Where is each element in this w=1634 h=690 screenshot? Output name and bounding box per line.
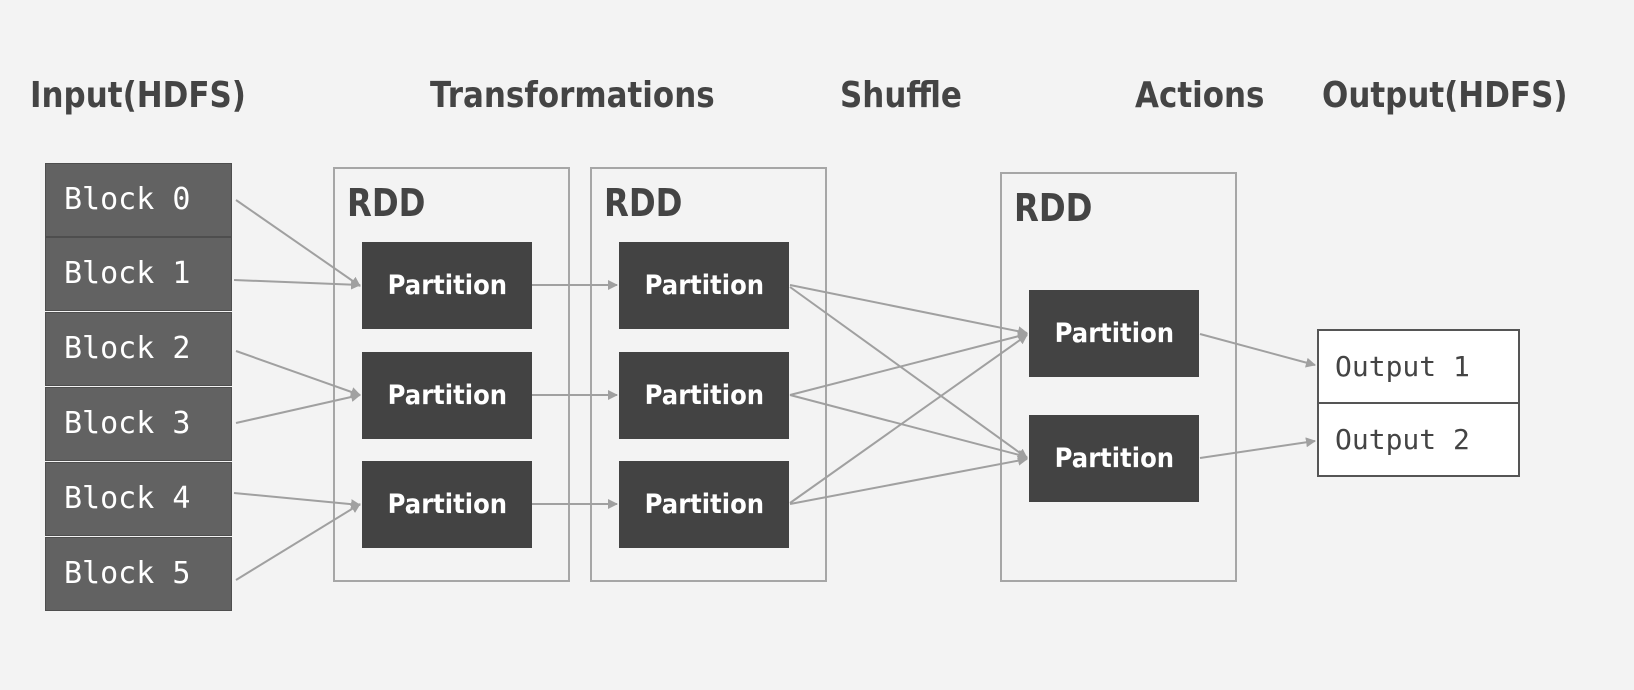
- arrow-block4-p3: [233, 492, 361, 510]
- partition-label: Partition: [1054, 318, 1174, 349]
- rdd2-partition-1: Partition: [619, 242, 789, 329]
- rdd3-partition-2: Partition: [1029, 415, 1199, 502]
- input-block-3: Block 3: [45, 387, 232, 461]
- rdd-label: RDD: [604, 181, 683, 225]
- rdd-label: RDD: [347, 181, 426, 225]
- rdd2-partition-2: Partition: [619, 352, 789, 439]
- arrow-shuffle-3-1: [789, 334, 1028, 504]
- heading-shuffle: Shuffle: [840, 75, 962, 116]
- partition-label: Partition: [644, 380, 764, 411]
- heading-output: Output(HDFS): [1322, 75, 1568, 116]
- arrow-block2-p2: [235, 350, 361, 397]
- partition-label: Partition: [387, 489, 507, 520]
- heading-input: Input(HDFS): [30, 75, 246, 116]
- rdd1-partition-1: Partition: [362, 242, 532, 329]
- partition-label: Partition: [387, 270, 507, 301]
- rdd-container-1: RDD: [333, 167, 570, 582]
- input-block-5: Block 5: [45, 537, 232, 611]
- arrow-block5-p3: [235, 503, 361, 581]
- arrow-shuffle-2-1: [789, 331, 1028, 396]
- heading-actions: Actions: [1135, 75, 1265, 116]
- output-1: Output 1: [1317, 329, 1520, 404]
- input-block-0: Block 0: [45, 163, 232, 237]
- arrow-shuffle-2-2: [789, 394, 1028, 460]
- arrow-shuffle-3-2: [789, 455, 1028, 505]
- rdd-label: RDD: [1014, 186, 1093, 230]
- partition-label: Partition: [387, 380, 507, 411]
- arrow-rdd3p1-output1: [1199, 333, 1316, 368]
- input-block-1: Block 1: [45, 237, 232, 311]
- arrow-shuffle-1-1: [789, 284, 1028, 337]
- arrow-block0-p1: [235, 199, 361, 287]
- rdd1-partition-3: Partition: [362, 461, 532, 548]
- heading-transformations: Transformations: [430, 75, 715, 116]
- rdd-container-3: RDD: [1000, 172, 1237, 582]
- partition-label: Partition: [644, 270, 764, 301]
- arrow-rdd3p2-output2: [1199, 437, 1316, 459]
- partition-label: Partition: [644, 489, 764, 520]
- rdd1-partition-2: Partition: [362, 352, 532, 439]
- rdd-container-2: RDD: [590, 167, 827, 582]
- arrow-block1-p1: [233, 279, 361, 290]
- input-block-4: Block 4: [45, 462, 232, 536]
- rdd2-partition-3: Partition: [619, 461, 789, 548]
- input-block-2: Block 2: [45, 312, 232, 386]
- rdd3-partition-1: Partition: [1029, 290, 1199, 377]
- arrow-shuffle-1-2: [789, 286, 1028, 459]
- output-2: Output 2: [1317, 402, 1520, 477]
- arrow-block3-p2: [235, 392, 361, 424]
- partition-label: Partition: [1054, 443, 1174, 474]
